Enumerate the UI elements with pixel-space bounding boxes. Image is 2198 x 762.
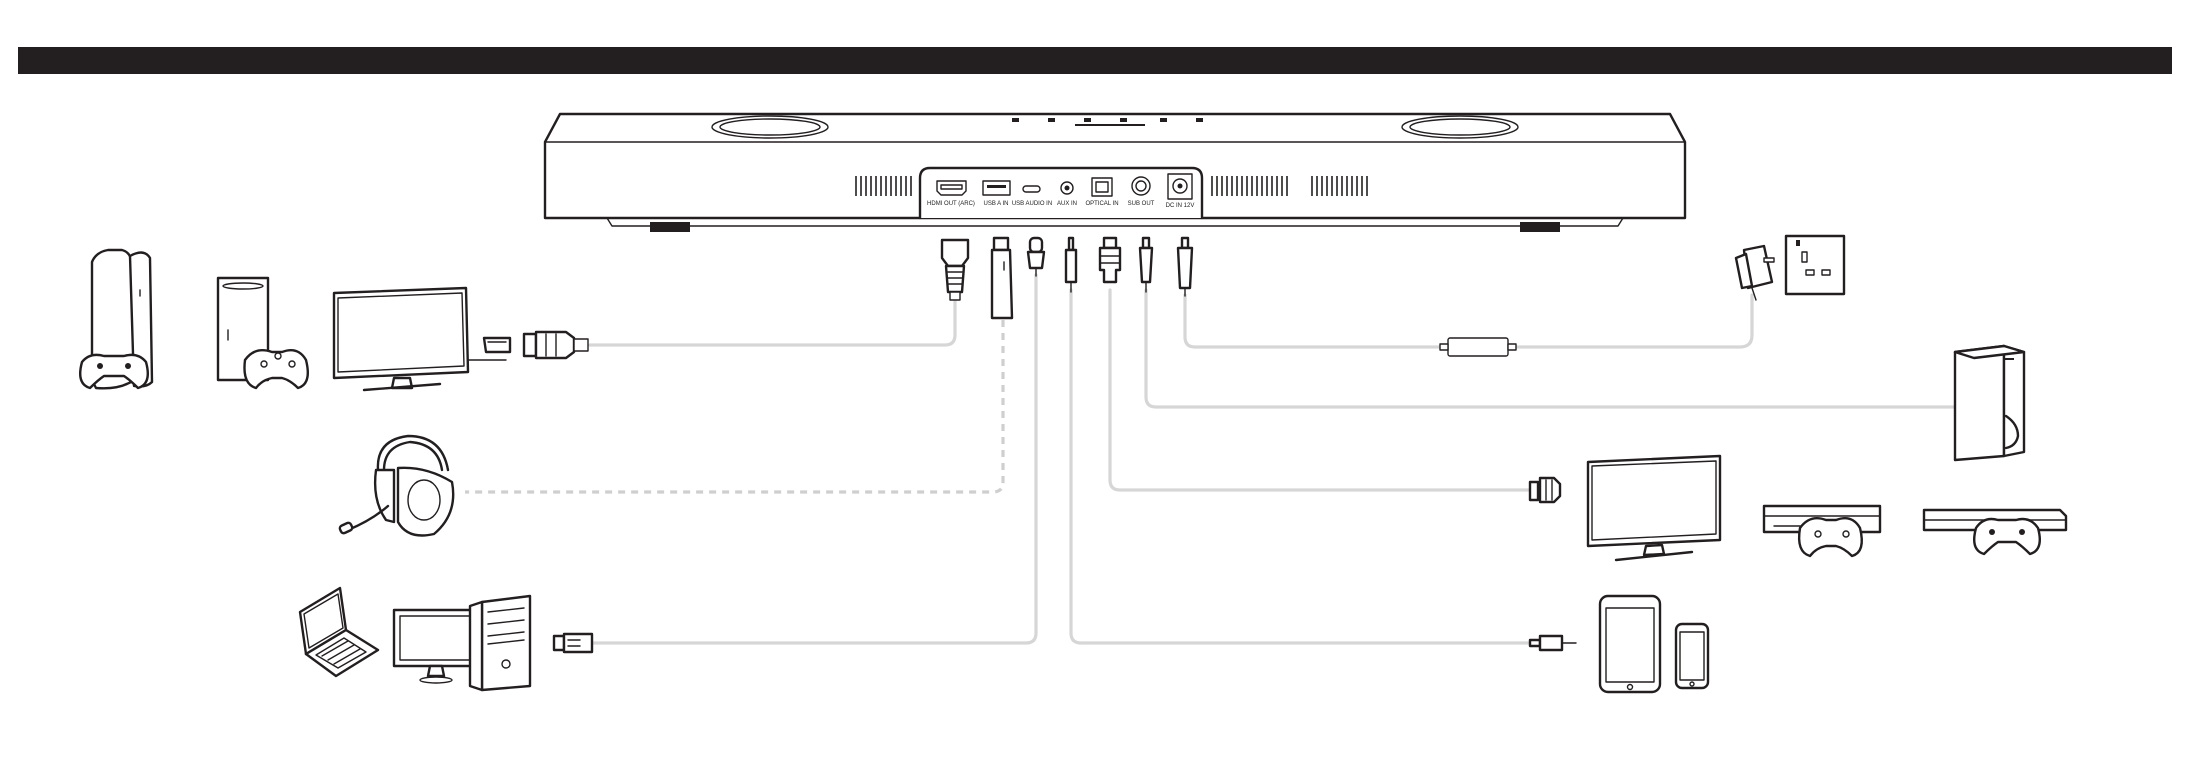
port-label-usb-a: USB A IN xyxy=(983,201,1008,207)
usb-plug-left-icon xyxy=(554,634,592,652)
tv-icon-right xyxy=(1588,456,1720,560)
headset-icon xyxy=(339,436,453,536)
dc-plug-icon xyxy=(1178,238,1192,296)
power-cable-mains xyxy=(1508,295,1752,347)
soundbar: HDMI OUT (ARC) USB A IN USB AUDIO IN AUX… xyxy=(545,114,1685,232)
port-label-sub: SUB OUT xyxy=(1128,201,1155,207)
aux-plug-right-icon xyxy=(1530,636,1576,650)
xbox-one-icon xyxy=(1764,506,1880,556)
optical-plug-icon xyxy=(1100,238,1120,282)
port-label-hdmi: HDMI OUT (ARC) xyxy=(927,201,975,207)
port-label-usb-c: USB AUDIO IN xyxy=(1012,201,1052,207)
hdmi-plug-left-icon xyxy=(524,332,588,358)
rca-plug-icon xyxy=(1140,238,1152,292)
xbox-series-x-icon xyxy=(218,278,308,388)
subwoofer-icon xyxy=(1955,346,2024,460)
phone-icon xyxy=(1676,624,1708,688)
tv-icon-left xyxy=(334,288,510,390)
power-cable-dc xyxy=(1185,295,1448,347)
usb-dongle-icon xyxy=(992,238,1012,318)
aux-plug-icon xyxy=(1066,238,1076,292)
pc-tower-icon xyxy=(470,596,530,690)
power-plug-icon xyxy=(1736,246,1774,300)
monitor-icon xyxy=(394,610,478,683)
optical-cable xyxy=(1110,290,1530,490)
tablet-icon xyxy=(1600,596,1660,692)
port-panel xyxy=(920,168,1202,218)
ps4-icon xyxy=(1924,510,2066,554)
power-adapter-box xyxy=(1440,338,1516,356)
ps5-console-icon xyxy=(80,250,152,388)
connectors xyxy=(942,238,1192,318)
cables xyxy=(465,275,1955,643)
port-label-optical: OPTICAL IN xyxy=(1085,201,1118,207)
usb-audio-cable xyxy=(590,275,1036,643)
port-label-dc: DC IN 12V xyxy=(1166,203,1195,209)
optical-plug-right-icon xyxy=(1530,478,1560,502)
port-label-aux: AUX IN xyxy=(1057,201,1077,207)
hdmi-cable xyxy=(590,300,955,345)
power-socket-icon xyxy=(1786,236,1844,294)
laptop-icon xyxy=(300,588,378,676)
hdmi-plug-icon xyxy=(942,240,968,300)
usb-c-plug-icon xyxy=(1028,238,1044,276)
